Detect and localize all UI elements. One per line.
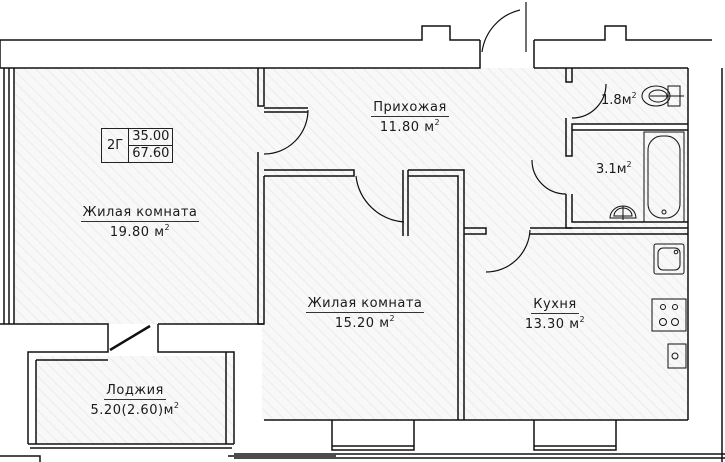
loggia-walls: [0, 323, 336, 462]
exterior-wall-left: [3, 68, 15, 324]
kitchen-sink-fixture: [653, 243, 685, 275]
room-label-living-room-2: Жилая комната 15.20 м2: [305, 296, 425, 331]
interior-wall-living2: [264, 169, 465, 421]
washbasin-fixture: [609, 205, 637, 220]
room-label-loggia: Лоджия 5.20(2.60)м2: [90, 383, 180, 418]
stove-fixture: [651, 298, 687, 332]
room-label-kitchen: Кухня 13.30 м2: [524, 297, 586, 332]
wc-door: [571, 83, 607, 119]
bathtub-fixture: [643, 131, 685, 223]
room-label-living-room-1: Жилая комната 19.80 м2: [80, 205, 200, 240]
apartment-info-table: 2Г 35.00 67.60: [100, 128, 174, 163]
toilet-fixture: [641, 85, 684, 107]
boiler-fixture: [667, 343, 687, 369]
apartment-type: 2Г: [100, 128, 130, 163]
interior-wall-bathrooms: [464, 68, 688, 235]
bath-door: [531, 159, 567, 195]
living1-door: [263, 109, 309, 155]
total-area-value: 67.60: [128, 145, 174, 163]
doors: [109, 2, 607, 352]
kitchen-door: [485, 229, 531, 273]
exterior-wall-right: [687, 68, 723, 462]
room-label-hallway: Прихожая 11.80 м2: [371, 100, 449, 135]
exterior-wall-top: [0, 25, 712, 69]
entrance-door: [481, 9, 521, 53]
room-label-bathroom: 3.1м2: [596, 160, 632, 177]
floor-fill: [14, 68, 688, 444]
room-label-wc: 1.8м2: [601, 91, 637, 108]
living-area-value: 35.00: [128, 128, 174, 146]
living2-door: [355, 175, 405, 223]
bottom-windows: [234, 420, 725, 459]
